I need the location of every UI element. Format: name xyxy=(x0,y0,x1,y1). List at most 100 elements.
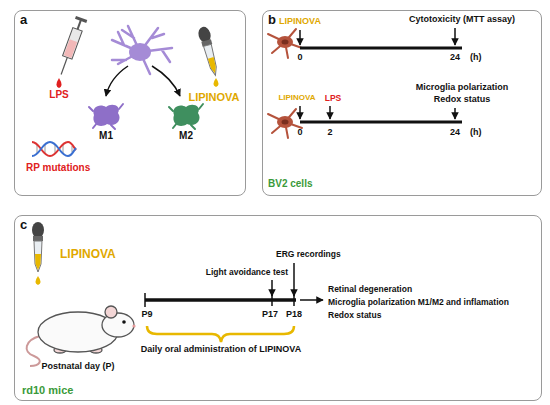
syringe xyxy=(63,28,83,60)
syringe xyxy=(61,58,67,75)
text-label: 0 xyxy=(297,128,302,138)
dropper xyxy=(35,254,41,270)
text-label: LPS xyxy=(325,94,342,103)
bv2-cell xyxy=(277,116,293,128)
dna-icon xyxy=(63,145,64,153)
brace xyxy=(147,326,294,342)
panel-letter: c xyxy=(20,217,27,232)
dropper xyxy=(197,25,222,76)
timeline xyxy=(299,106,301,119)
text-label: RP mutations xyxy=(26,162,90,173)
cell-process xyxy=(169,104,203,129)
text-label: P17 xyxy=(262,310,278,320)
dropper xyxy=(208,57,218,74)
text-label: 2 xyxy=(327,128,332,138)
timeline xyxy=(300,299,323,301)
dna-icon xyxy=(32,142,76,156)
lipinova-drop xyxy=(214,78,219,87)
text-label: rd10 mice xyxy=(22,384,73,396)
syringe xyxy=(55,16,87,76)
bv2-cell xyxy=(282,120,289,125)
bv2-cell xyxy=(268,29,302,58)
dna-icon xyxy=(32,142,76,156)
dna-icon xyxy=(32,142,76,156)
cell-outline xyxy=(169,101,203,129)
text-label: Retinal degeneration xyxy=(328,285,412,294)
text-label: (h) xyxy=(470,128,482,138)
text-label: Redox status xyxy=(328,311,381,320)
cell-node: M1 xyxy=(89,101,123,129)
mouse-illustration xyxy=(105,306,117,318)
dropper xyxy=(32,222,44,238)
text-label: 24 xyxy=(450,53,460,63)
text-label: (h) xyxy=(470,53,482,63)
dropper xyxy=(34,241,42,272)
text-label: LIPINOVA xyxy=(188,91,239,103)
microglia-cell xyxy=(129,43,151,61)
cell-label: M1 xyxy=(99,130,113,141)
dna-icon xyxy=(37,145,38,153)
text-label: LPS xyxy=(49,89,68,100)
timeline xyxy=(329,106,331,119)
timeline xyxy=(454,108,456,119)
polarization-arrow xyxy=(152,66,180,96)
text-label: P9 xyxy=(141,310,152,320)
dna-icon xyxy=(45,145,46,153)
syringe xyxy=(78,20,81,29)
cell-process xyxy=(89,104,123,129)
dropper xyxy=(204,44,220,76)
text-label: P18 xyxy=(286,310,302,320)
text-label: Light avoidance test xyxy=(206,268,288,277)
text-label: Redox status xyxy=(434,95,491,105)
text-label: Microglia polarization xyxy=(416,83,509,93)
cell-body xyxy=(93,105,119,126)
panel-letter: b xyxy=(268,12,276,27)
text-label: LIPINOVA xyxy=(278,94,315,103)
bv2-cell xyxy=(268,29,302,58)
timeline xyxy=(144,293,146,307)
bv2-cell xyxy=(282,40,289,45)
bv2-cell xyxy=(268,109,302,138)
text-label: Daily oral administration of LIPINOVA xyxy=(141,345,301,355)
panel-box: c xyxy=(14,215,542,401)
polarization-arrow xyxy=(106,66,128,96)
timeline xyxy=(145,298,296,302)
text-label: Postnatal day (P) xyxy=(41,362,114,372)
text-label: ERG recordings xyxy=(276,250,341,259)
timeline xyxy=(299,30,301,45)
timeline xyxy=(454,28,456,45)
cell-body xyxy=(173,105,199,126)
text-label: 24 xyxy=(450,128,460,138)
mouse-illustration xyxy=(122,320,126,324)
text-label: Cytotoxicity (MTT assay) xyxy=(409,15,515,25)
mouse-illustration xyxy=(27,336,40,366)
dropper xyxy=(33,236,43,241)
timeline xyxy=(145,263,323,307)
dna-icon xyxy=(72,146,73,152)
timeline xyxy=(300,28,462,122)
mouse-illustration xyxy=(27,306,136,366)
syringe xyxy=(75,16,87,23)
timeline xyxy=(300,47,462,50)
bv2-cell xyxy=(277,36,293,48)
cell-label: M2 xyxy=(179,130,193,141)
timeline xyxy=(293,263,295,296)
timeline xyxy=(300,121,462,124)
mouse-illustration xyxy=(132,324,135,327)
cell-node: M2 xyxy=(169,101,203,129)
lps-drop xyxy=(57,78,62,88)
cell-outline xyxy=(89,101,123,129)
microglia-cell xyxy=(112,26,172,74)
lipinova-drop xyxy=(36,276,41,285)
syringe xyxy=(64,39,77,58)
text-label: Microglia polarization M1/M2 and inflama… xyxy=(328,298,509,307)
microglia-cell xyxy=(112,26,172,74)
text-label: LIPINOVA xyxy=(279,17,321,27)
polarization-arrow xyxy=(106,66,180,96)
dna-icon xyxy=(55,145,56,153)
timeline xyxy=(271,280,273,296)
text-label: BV2 cells xyxy=(268,178,312,189)
